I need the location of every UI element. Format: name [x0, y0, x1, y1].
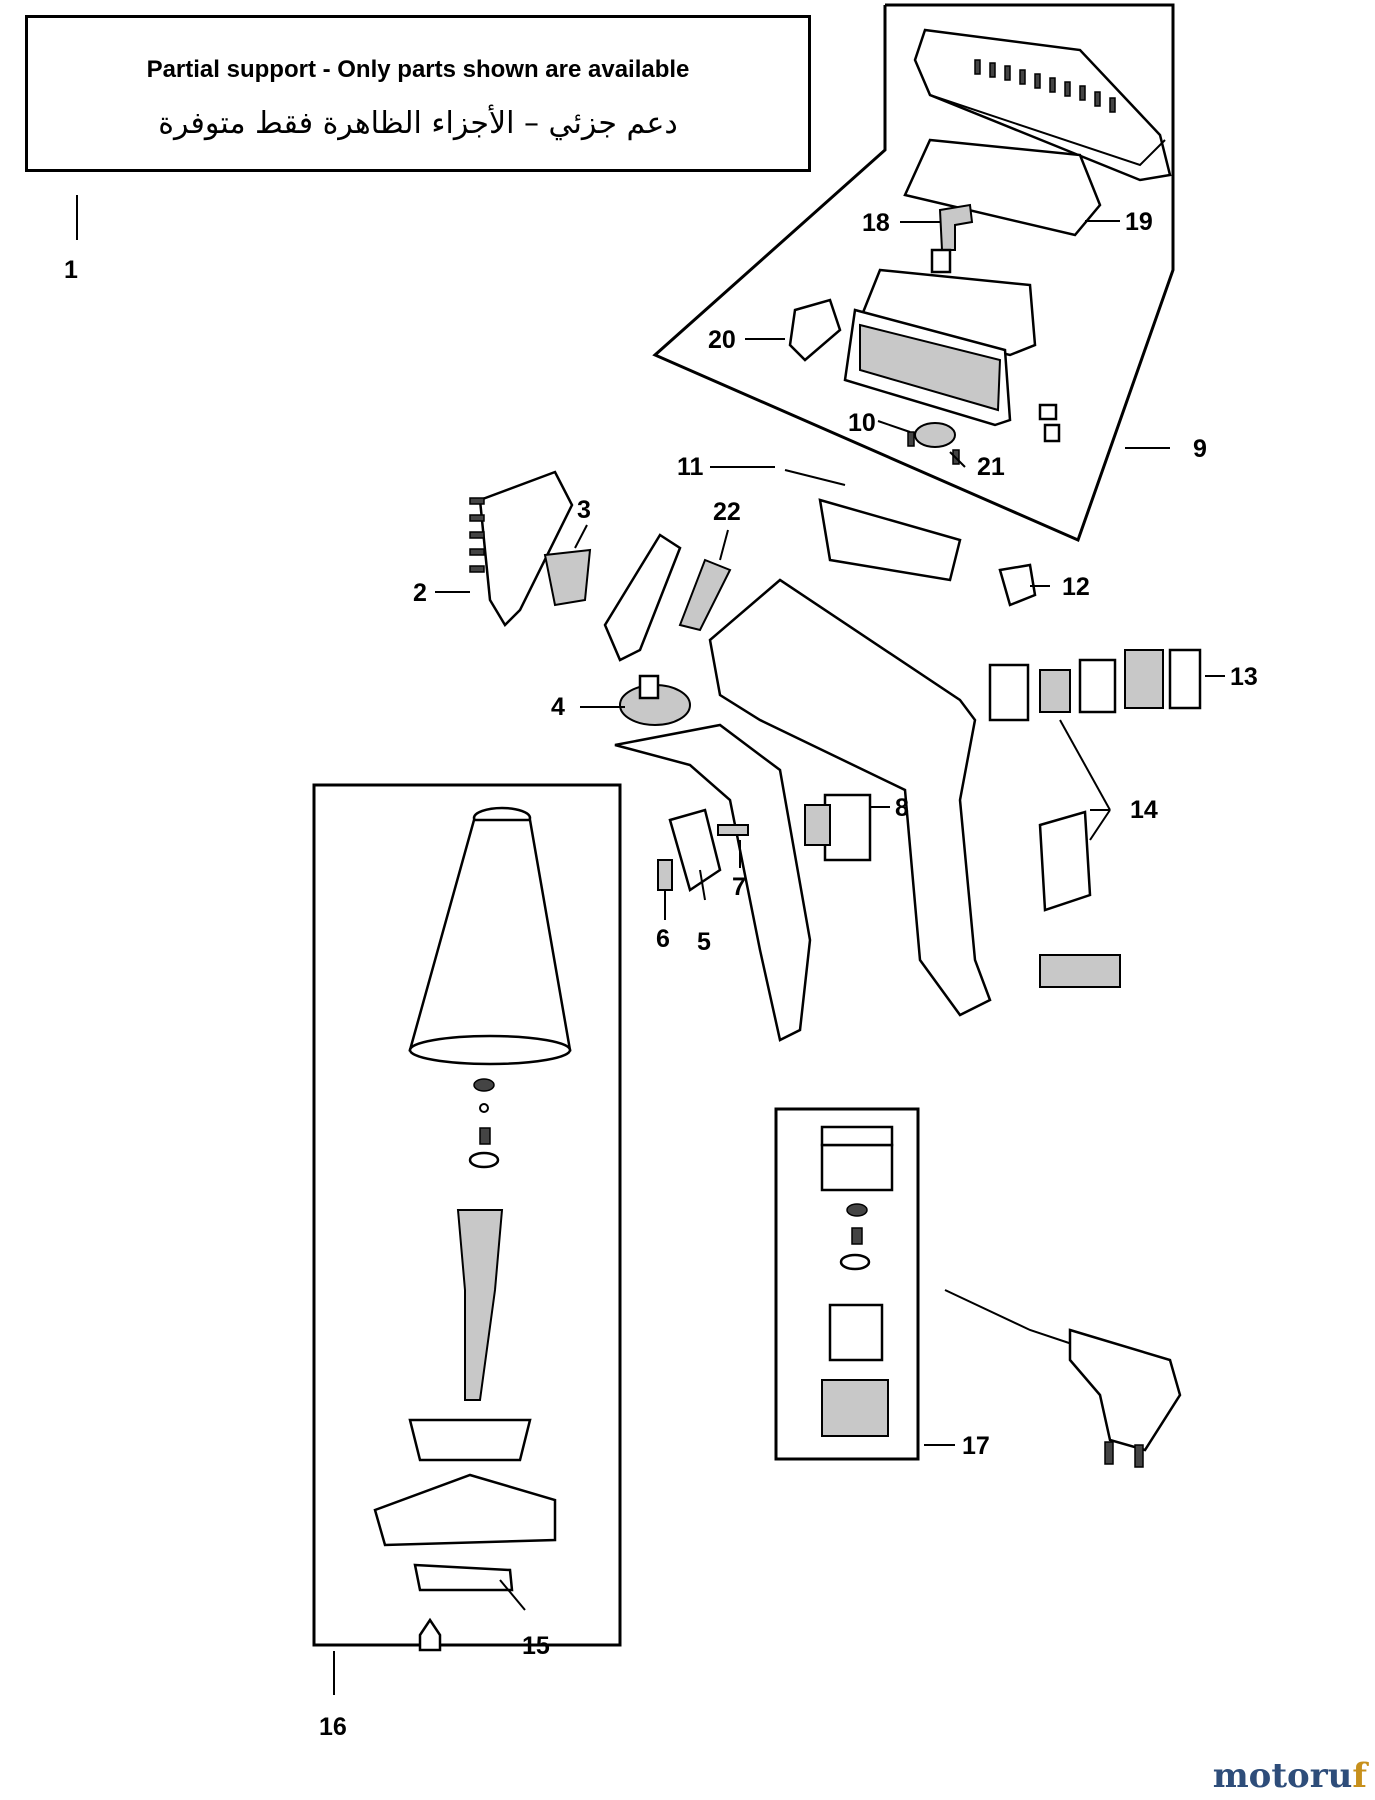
group-16-box [312, 783, 622, 1647]
callout-13: 13 [1230, 663, 1258, 691]
group-17-box [774, 1107, 920, 1461]
callout-16: 16 [319, 1713, 347, 1741]
callout-5: 5 [697, 928, 711, 956]
part-15-latch [413, 1563, 514, 1652]
plate-19 [903, 138, 1102, 237]
nozzle-frame [603, 533, 682, 662]
watermark-logo: motoruf [1213, 1756, 1367, 1796]
grille-20 [788, 298, 842, 362]
part-11-pin [784, 469, 846, 486]
callout-1: 1 [64, 256, 78, 284]
top-cover [913, 28, 1172, 182]
hose-pole [408, 1209, 532, 1462]
callout-6: 6 [656, 925, 670, 953]
callout-8: 8 [895, 794, 909, 822]
part-3-clip [543, 548, 592, 607]
part-5-trigger [668, 808, 722, 892]
handle-spring [1039, 954, 1121, 988]
part-12-bracket [998, 563, 1037, 607]
part-7-spring [717, 824, 749, 836]
callout-20: 20 [708, 326, 736, 354]
boiler-housing [843, 268, 1061, 443]
watermark-main: motoru [1212, 1756, 1353, 1796]
callout-19: 19 [1125, 208, 1153, 236]
callout-18: 18 [862, 209, 890, 237]
group-9-outline [652, 3, 1175, 543]
availability-notice: Partial support - Only parts shown are a… [25, 15, 811, 172]
callout-17: 17 [962, 1432, 990, 1460]
callout-12: 12 [1062, 573, 1090, 601]
notice-english: Partial support - Only parts shown are a… [146, 56, 690, 83]
callout-14: 14 [1130, 796, 1158, 824]
callout-4: 4 [551, 693, 565, 721]
callout-9: 9 [1193, 435, 1207, 463]
callout-21: 21 [977, 453, 1005, 481]
part-6-pin [657, 859, 673, 891]
tank-base [373, 1473, 557, 1547]
brush-head-2 [469, 470, 574, 628]
notice-arabic: دعم جزئي – الأجزاء الظاهرة فقط متوفرة [158, 106, 678, 141]
leader-lines [76, 195, 1225, 1695]
callout-3: 3 [577, 496, 591, 524]
part-22-pad [678, 558, 732, 632]
part-14-cap [1038, 810, 1092, 912]
power-plug [944, 1289, 1182, 1468]
part-4-cap [619, 674, 691, 726]
watermark-accent: f [1352, 1756, 1367, 1796]
callout-15: 15 [522, 1632, 550, 1660]
callout-22: 22 [713, 498, 741, 526]
part-13-valve [988, 648, 1202, 722]
part-18-elbow [938, 203, 974, 251]
callout-7: 7 [732, 873, 746, 901]
front-strut [614, 723, 812, 1042]
part-18-fitting [930, 248, 952, 274]
part-10-seal [914, 422, 956, 448]
adapter-parts-17 [820, 1125, 894, 1437]
callout-2: 2 [413, 579, 427, 607]
main-body [708, 498, 992, 1017]
tank-valve-parts [468, 1078, 500, 1169]
callout-11: 11 [677, 453, 704, 481]
callout-labels: 1 2 3 4 5 6 7 8 9 10 11 12 13 14 15 16 1… [64, 208, 1258, 1741]
callout-10: 10 [848, 409, 876, 437]
water-tank [408, 806, 572, 1066]
part-8-pump [804, 793, 872, 862]
